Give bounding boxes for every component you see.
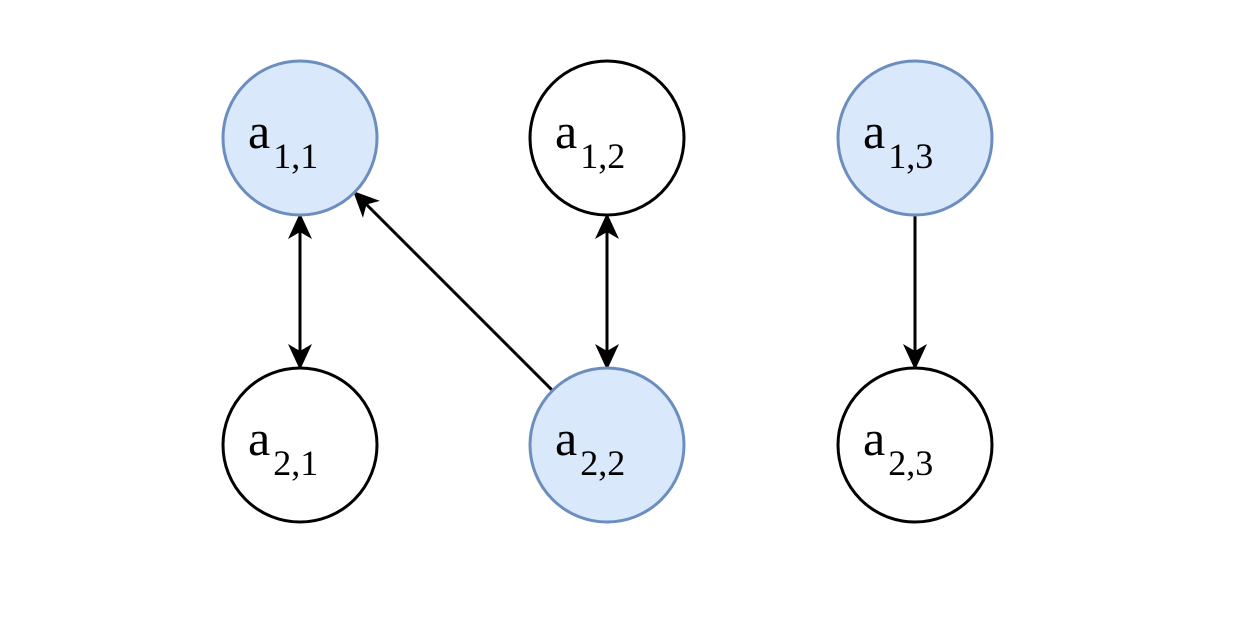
node-label-base: a: [248, 103, 270, 159]
node-label-base: a: [863, 410, 885, 466]
node-circle-a11: [221, 59, 379, 217]
edges-layer: [288, 191, 927, 392]
node-a21: a2,1: [221, 366, 379, 524]
node-label-a12: a1,2: [555, 103, 625, 176]
node-a22: a2,2: [528, 366, 686, 524]
node-label-a11: a1,1: [248, 103, 318, 176]
node-label-subscript: 2,3: [888, 443, 933, 483]
node-label-a22: a2,2: [555, 410, 625, 483]
node-a11: a1,1: [221, 59, 379, 217]
node-label-subscript: 2,1: [273, 443, 318, 483]
node-circle-a23: [836, 366, 994, 524]
node-circle-a21: [221, 366, 379, 524]
node-label-base: a: [248, 410, 270, 466]
node-label-a21: a2,1: [248, 410, 318, 483]
node-label-subscript: 1,3: [888, 136, 933, 176]
node-circle-a12: [528, 59, 686, 217]
node-a12: a1,2: [528, 59, 686, 217]
node-a23: a2,3: [836, 366, 994, 524]
node-label-a23: a2,3: [863, 410, 933, 483]
node-a13: a1,3: [836, 59, 994, 217]
node-label-base: a: [555, 103, 577, 159]
edge-a22-a11: [353, 191, 554, 392]
node-circle-a13: [836, 59, 994, 217]
node-label-a13: a1,3: [863, 103, 933, 176]
node-label-subscript: 2,2: [580, 443, 625, 483]
node-circle-a22: [528, 366, 686, 524]
node-label-base: a: [863, 103, 885, 159]
node-label-subscript: 1,2: [580, 136, 625, 176]
node-label-subscript: 1,1: [273, 136, 318, 176]
node-label-base: a: [555, 410, 577, 466]
